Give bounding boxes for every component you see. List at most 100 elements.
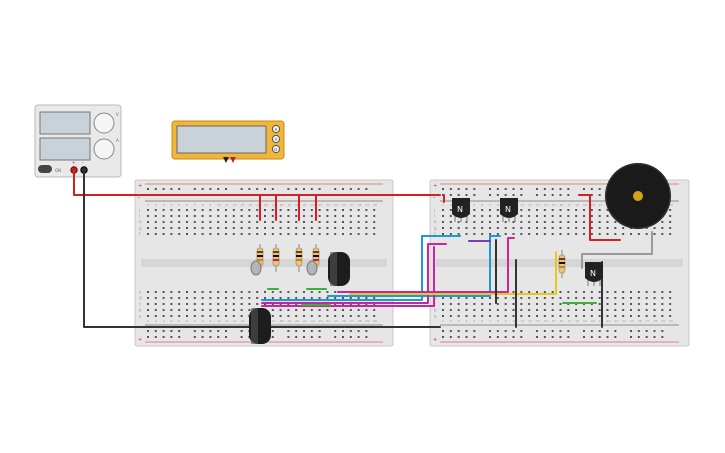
rail-hole[interactable]: [209, 188, 212, 190]
breadboard-hole[interactable]: [559, 233, 562, 235]
rail-hole[interactable]: [559, 336, 562, 338]
breadboard-hole[interactable]: [318, 209, 321, 211]
breadboard-hole[interactable]: [449, 221, 452, 223]
breadboard-hole[interactable]: [590, 215, 593, 217]
rail-hole[interactable]: [287, 330, 290, 332]
breadboard-hole[interactable]: [271, 297, 274, 299]
breadboard-hole[interactable]: [178, 233, 181, 235]
breadboard-hole[interactable]: [598, 291, 601, 293]
breadboard-hole[interactable]: [598, 297, 601, 299]
rail-hole[interactable]: [318, 330, 321, 332]
rail-hole[interactable]: [264, 188, 266, 190]
rail-hole[interactable]: [295, 336, 298, 338]
breadboard-hole[interactable]: [496, 297, 499, 299]
breadboard-hole[interactable]: [357, 209, 360, 211]
breadboard-hole[interactable]: [318, 233, 321, 235]
breadboard-hole[interactable]: [162, 215, 165, 217]
breadboard-hole[interactable]: [575, 221, 578, 223]
rail-hole[interactable]: [457, 330, 460, 332]
breadboard-hole[interactable]: [473, 209, 476, 211]
breadboard-hole[interactable]: [310, 221, 313, 223]
breadboard-hole[interactable]: [318, 215, 321, 217]
breadboard-hole[interactable]: [201, 233, 204, 235]
rail-hole[interactable]: [567, 188, 570, 190]
rail-hole[interactable]: [225, 188, 227, 190]
breadboard-hole[interactable]: [481, 209, 484, 211]
breadboard-hole[interactable]: [661, 309, 664, 311]
breadboard-hole[interactable]: [449, 209, 452, 211]
breadboard-hole[interactable]: [669, 227, 672, 229]
breadboard-hole[interactable]: [536, 221, 538, 223]
breadboard-hole[interactable]: [201, 303, 204, 305]
breadboard-hole[interactable]: [303, 309, 305, 311]
breadboard-hole[interactable]: [170, 315, 173, 317]
breadboard-hole[interactable]: [365, 209, 368, 211]
rail-hole[interactable]: [645, 330, 648, 332]
rail-hole[interactable]: [457, 336, 460, 338]
breadboard-hole[interactable]: [225, 297, 227, 299]
breadboard-hole[interactable]: [504, 297, 507, 299]
rail-hole[interactable]: [209, 336, 212, 338]
breadboard-hole[interactable]: [528, 221, 531, 223]
breadboard-hole[interactable]: [154, 315, 157, 317]
breadboard-hole[interactable]: [465, 233, 468, 235]
breadboard-hole[interactable]: [669, 291, 672, 293]
breadboard-hole[interactable]: [496, 303, 499, 305]
breadboard-hole[interactable]: [567, 309, 570, 311]
breadboard-hole[interactable]: [449, 227, 452, 229]
photoresistor[interactable]: [250, 260, 262, 276]
rail-hole[interactable]: [334, 336, 337, 338]
breadboard-hole[interactable]: [365, 221, 368, 223]
breadboard-hole[interactable]: [373, 215, 376, 217]
breadboard-hole[interactable]: [457, 227, 460, 229]
breadboard-hole[interactable]: [193, 227, 196, 229]
capacitor-lower[interactable]: [249, 308, 271, 344]
breadboard-hole[interactable]: [365, 297, 368, 299]
breadboard-hole[interactable]: [669, 303, 672, 305]
rail-hole[interactable]: [342, 336, 344, 338]
breadboard-hole[interactable]: [373, 233, 376, 235]
breadboard-hole[interactable]: [162, 297, 165, 299]
breadboard-hole[interactable]: [543, 209, 546, 211]
breadboard-hole[interactable]: [248, 221, 251, 223]
breadboard-hole[interactable]: [598, 227, 601, 229]
breadboard-hole[interactable]: [669, 221, 672, 223]
breadboard-hole[interactable]: [653, 309, 656, 311]
breadboard-hole[interactable]: [186, 221, 188, 223]
breadboard-hole[interactable]: [528, 297, 531, 299]
breadboard-hole[interactable]: [225, 221, 227, 223]
breadboard-hole[interactable]: [442, 215, 444, 217]
breadboard-hole[interactable]: [606, 221, 609, 223]
rail-hole[interactable]: [559, 194, 562, 196]
breadboard-hole[interactable]: [264, 209, 266, 211]
rail-hole[interactable]: [630, 336, 632, 338]
breadboard-hole[interactable]: [661, 297, 664, 299]
wire-red-buzzer[interactable]: [578, 194, 621, 241]
rail-hole[interactable]: [496, 194, 499, 196]
breadboard-hole[interactable]: [287, 221, 290, 223]
breadboard-hole[interactable]: [637, 291, 640, 293]
rail-hole[interactable]: [512, 188, 515, 190]
breadboard-hole[interactable]: [349, 215, 352, 217]
breadboard-hole[interactable]: [342, 215, 344, 217]
breadboard-hole[interactable]: [303, 215, 305, 217]
breadboard-hole[interactable]: [201, 291, 204, 293]
rail-hole[interactable]: [598, 194, 601, 196]
breadboard-hole[interactable]: [349, 227, 352, 229]
rail-hole[interactable]: [318, 336, 321, 338]
breadboard-hole[interactable]: [303, 315, 305, 317]
breadboard-hole[interactable]: [201, 215, 204, 217]
rail-hole[interactable]: [653, 330, 656, 332]
rail-hole[interactable]: [504, 194, 507, 196]
breadboard-hole[interactable]: [551, 233, 554, 235]
breadboard-hole[interactable]: [342, 209, 344, 211]
breadboard-hole[interactable]: [217, 233, 220, 235]
breadboard-hole[interactable]: [559, 215, 562, 217]
breadboard-hole[interactable]: [349, 233, 352, 235]
breadboard-hole[interactable]: [318, 297, 321, 299]
breadboard-hole[interactable]: [225, 309, 227, 311]
piezo-buzzer[interactable]: [605, 163, 671, 229]
multimeter[interactable]: A V Ω: [171, 120, 285, 163]
breadboard-hole[interactable]: [186, 309, 188, 311]
breadboard-hole[interactable]: [209, 227, 212, 229]
